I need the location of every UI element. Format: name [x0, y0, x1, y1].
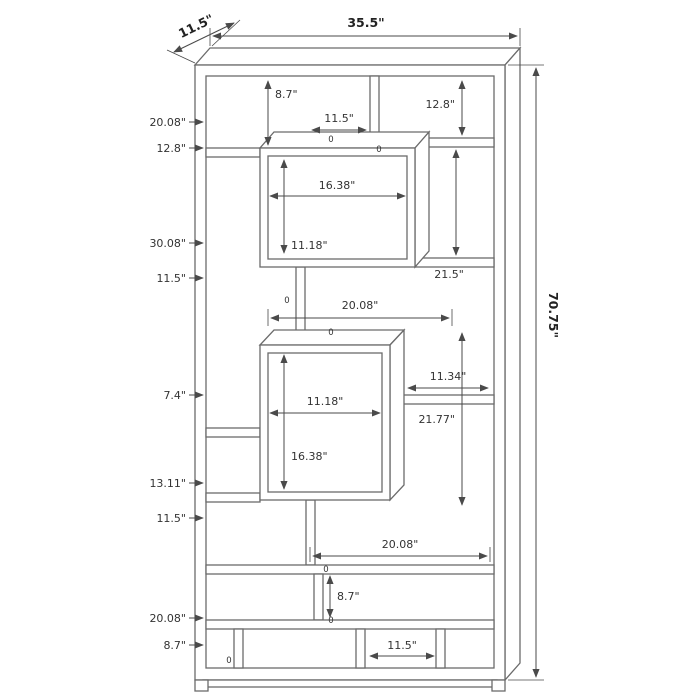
cabinet-left-foot — [194, 679, 209, 692]
left-callout-5: 7.4" — [163, 389, 186, 402]
dim-overall-height-label: 70.75" — [546, 292, 561, 338]
left-callout-1: 20.08" — [149, 116, 186, 129]
dim-top-right-height: 12.8" — [425, 80, 466, 136]
zero-marker: 0 — [328, 616, 333, 626]
divider-bottom-left — [233, 628, 244, 669]
dim-upper-box-width: 16.38" — [269, 179, 406, 200]
dim-label: 11.34" — [430, 370, 467, 383]
cabinet-base-plinth — [202, 679, 498, 688]
shelf-upper-left — [205, 147, 261, 158]
ext-line — [166, 49, 196, 64]
dim-top-center-width: 11.5" — [311, 112, 367, 134]
upper-box-top-face — [258, 131, 431, 149]
middle-cube-box — [258, 328, 406, 502]
cabinet-right-side — [504, 46, 521, 682]
shelf-middle-right — [389, 394, 495, 405]
upper-box-right-face — [414, 130, 430, 269]
middle-box-inner — [267, 352, 383, 493]
left-callout-8: 20.08" — [149, 612, 186, 625]
dim-center-span-width: 20.08" — [267, 299, 453, 326]
dim-label: 16.38" — [291, 450, 328, 463]
left-callout-4: 11.5" — [156, 272, 186, 285]
middle-box-front — [259, 344, 391, 501]
dim-label: 11.5" — [387, 639, 417, 652]
dim-label: 11.5" — [324, 112, 354, 125]
dim-overall-width-label: 35.5" — [347, 15, 384, 30]
left-callout-6: 13.11" — [149, 477, 186, 490]
left-callout-2: 12.8" — [156, 142, 186, 155]
zero-marker: 0 — [226, 656, 231, 666]
shelf-middle-left — [205, 427, 261, 438]
upper-box-front — [259, 147, 416, 268]
zero-marker: 0 — [328, 328, 333, 338]
dim-mid-right-shelf-width: 11.34" — [407, 370, 489, 392]
cabinet-top-face — [193, 47, 522, 66]
dim-bottom-right-width: 11.5" — [369, 639, 435, 660]
divider-top — [369, 75, 380, 139]
dim-overall-width: 35.5" — [209, 15, 521, 46]
dim-line — [173, 22, 235, 53]
left-callout-9: 8.7" — [163, 639, 186, 652]
dim-label: 21.5" — [434, 268, 464, 281]
dim-lower-divider-height: 8.7" — [326, 575, 360, 618]
upper-cube-box — [258, 130, 431, 269]
left-callouts: 20.08" 12.8" 30.08" 11.5" 7.4" 13.11" 11… — [149, 116, 204, 652]
dim-label: 20.08" — [342, 299, 379, 312]
dim-upper-box-height: 11.18" — [280, 159, 328, 254]
left-callout-3: 30.08" — [149, 237, 186, 250]
upper-box-inner — [267, 155, 408, 260]
shelf-lower-full — [205, 564, 495, 575]
cabinet-right-foot — [491, 679, 506, 692]
dim-label: 21.77" — [418, 413, 455, 426]
shelf-mid-right — [414, 257, 495, 268]
dim-label: 20.08" — [382, 538, 419, 551]
dim-label: 16.38" — [319, 179, 356, 192]
dim-top-left-height: 8.7" — [264, 80, 298, 146]
dim-label: 12.8" — [425, 98, 455, 111]
divider-lower — [313, 573, 324, 621]
dim-label: 11.18" — [291, 239, 328, 252]
dim-middle-box-width: 11.18" — [269, 395, 381, 417]
dim-overall-height: 70.75" — [508, 64, 561, 681]
divider-bottom-right — [435, 628, 446, 669]
zero-marker: 0 — [284, 296, 289, 306]
dim-middle-box-height: 16.38" — [280, 354, 328, 490]
zero-marker: 0 — [323, 565, 328, 575]
shelf-bottom-full — [205, 619, 495, 630]
middle-box-right-face — [389, 328, 405, 502]
dim-label: 11.18" — [307, 395, 344, 408]
left-callout-7: 11.5" — [156, 512, 186, 525]
dim-label: 8.7" — [275, 88, 298, 101]
zero-marker: 0 — [376, 145, 381, 155]
dim-lower-span-width: 20.08" — [309, 538, 491, 562]
zero-marker: 0 — [328, 135, 333, 145]
divider-bottom-center — [355, 628, 366, 669]
zero-markers: 0 0 0 0 0 0 0 — [226, 135, 381, 666]
divider-center-lower — [305, 499, 316, 566]
dim-upper-right-height: 21.5" — [434, 149, 464, 281]
cabinet-inner-frame — [205, 75, 495, 669]
dim-label: 8.7" — [337, 590, 360, 603]
shelf-lower-left — [205, 492, 261, 503]
dim-lower-right-height: 21.77" — [418, 332, 466, 506]
